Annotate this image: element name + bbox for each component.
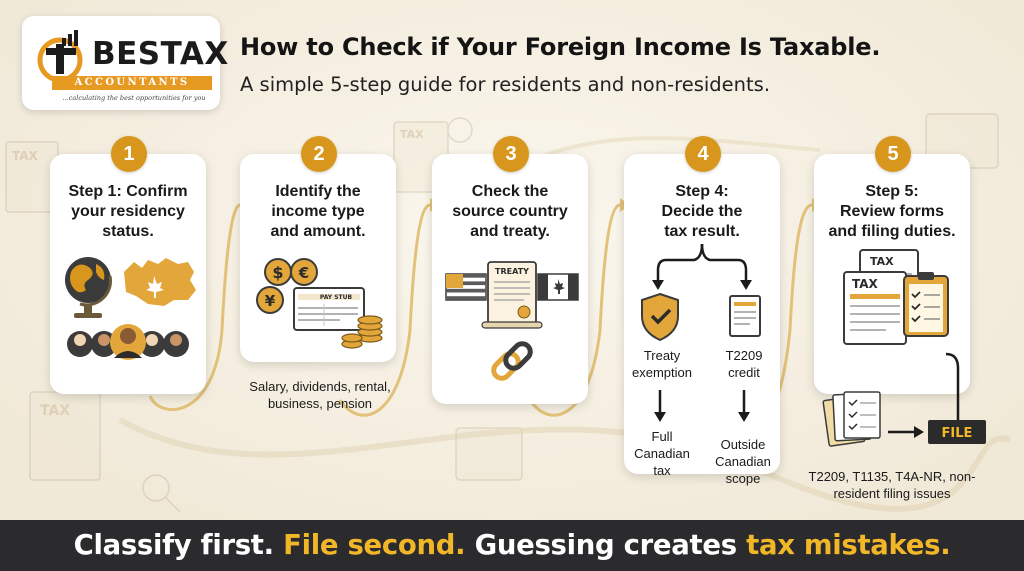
file-label: FILE	[942, 426, 973, 441]
treaty-label: TREATY	[495, 267, 529, 276]
tax-label-back: TAX	[870, 255, 894, 268]
company-logo: BESTAX ACCOUNTANTS ...calculating the be…	[22, 16, 228, 110]
step-5-title-line: Review forms	[839, 203, 945, 220]
svg-text:$: $	[272, 263, 283, 282]
arrow-right-icon	[888, 426, 924, 438]
logo-tagline: ...calculating the best opportunities fo…	[62, 94, 206, 102]
chain-link-icon	[491, 341, 533, 381]
page-subtitle: A simple 5-step guide for residents and …	[240, 73, 771, 96]
step-card-1: Step 1: Confirm your residency status.	[50, 154, 206, 394]
svg-text:¥: ¥	[265, 292, 276, 310]
step-1-title: Step 1: Confirm your residency status.	[50, 182, 206, 242]
bottom-banner: Classify first. File second. Guessing cr…	[0, 520, 1024, 571]
step-4-title-line: Step 4:	[675, 183, 729, 200]
treaty-scroll-icon: TREATY	[481, 261, 543, 329]
income-icons: $ € ¥ PAY STUB	[256, 258, 383, 349]
svg-text:€: €	[298, 264, 309, 282]
step-5-title-line: Step 5:	[865, 183, 919, 200]
step-4-right-result: Outside Canadian scope	[715, 437, 771, 486]
step-3-title-line: and treaty.	[470, 223, 550, 240]
treaty-icons: TREATY	[445, 261, 579, 381]
canada-map-icon	[124, 258, 196, 306]
us-flag-icon	[445, 273, 487, 301]
tax-label-front: TAX	[852, 277, 879, 291]
logo-subtitle: ACCOUNTANTS	[52, 76, 212, 90]
step-1-title-line: status.	[102, 223, 154, 240]
step-badge-1: 1	[111, 136, 147, 172]
filing-flow-icons: FILE	[822, 352, 986, 447]
shield-check-icon	[641, 292, 679, 342]
step-card-5: Step 5: Review forms and filing duties. …	[814, 154, 970, 394]
forms-icons: TAX TAX	[843, 249, 949, 345]
step-card-2: Identify the income type and amount. $ €…	[240, 154, 396, 362]
coin-stack-icon	[341, 315, 383, 349]
canada-flag-icon	[537, 273, 579, 301]
step-3-title: Check the source country and treaty.	[432, 182, 588, 242]
banner-part-4: tax mistakes.	[746, 529, 951, 561]
step-1-title-line: your residency	[71, 203, 185, 220]
step-card-3: Check the source country and treaty. TRE…	[432, 154, 588, 404]
pay-stub-icon: PAY STUB	[293, 287, 365, 331]
coins-icon: $ € ¥	[256, 258, 318, 314]
step-4-right-label: T2209 credit	[725, 348, 763, 380]
step-4-title: Step 4: Decide the tax result.	[624, 182, 780, 242]
file-button-icon: FILE	[928, 420, 986, 444]
document-stack-icon	[822, 391, 881, 447]
pay-stub-label: PAY STUB	[320, 294, 353, 301]
step-5-title-line: and filing duties.	[828, 223, 956, 240]
step-2-note: Salary, dividends, rental, business, pen…	[249, 379, 391, 411]
step-4-title-line: Decide the	[661, 203, 743, 220]
step-5-note: T2209, T1135, T4A-NR, non-resident filin…	[808, 469, 976, 501]
step-card-4: Step 4: Decide the tax result.	[624, 154, 780, 474]
banner-part-3: Guessing creates	[474, 529, 738, 561]
step-5-title: Step 5: Review forms and filing duties.	[814, 182, 970, 242]
step-badge-5: 5	[875, 136, 911, 172]
residency-icons	[65, 257, 196, 360]
banner-part-1: Classify first.	[73, 529, 275, 561]
banner-part-2: File second.	[283, 529, 466, 561]
step-4-title-line: tax result.	[664, 223, 740, 240]
globe-icon	[65, 257, 112, 318]
step-3-title-line: Check the	[471, 183, 549, 200]
step-2-title-line: income type	[271, 203, 365, 220]
decision-tree-icons	[641, 244, 761, 422]
step-1-title-line: Step 1: Confirm	[68, 183, 188, 200]
logo-wordmark: BESTAX	[92, 36, 229, 72]
form-document-icon	[729, 295, 761, 337]
step-2-title: Identify the income type and amount.	[240, 182, 396, 242]
step-badge-3: 3	[493, 136, 529, 172]
step-4-left-result: Full Canadian tax	[634, 429, 690, 478]
step-4-left-label: Treaty exemption	[632, 348, 692, 380]
step-2-title-line: Identify the	[275, 183, 361, 200]
step-2-title-line: and amount.	[270, 223, 366, 240]
step-badge-2: 2	[301, 136, 337, 172]
clipboard-checklist-icon	[903, 272, 949, 337]
step-badge-4: 4	[685, 136, 721, 172]
people-icon	[67, 324, 189, 360]
step-3-title-line: source country	[452, 203, 568, 220]
tax-forms-icon: TAX TAX	[843, 249, 919, 345]
page-title: How to Check if Your Foreign Income Is T…	[240, 33, 881, 61]
